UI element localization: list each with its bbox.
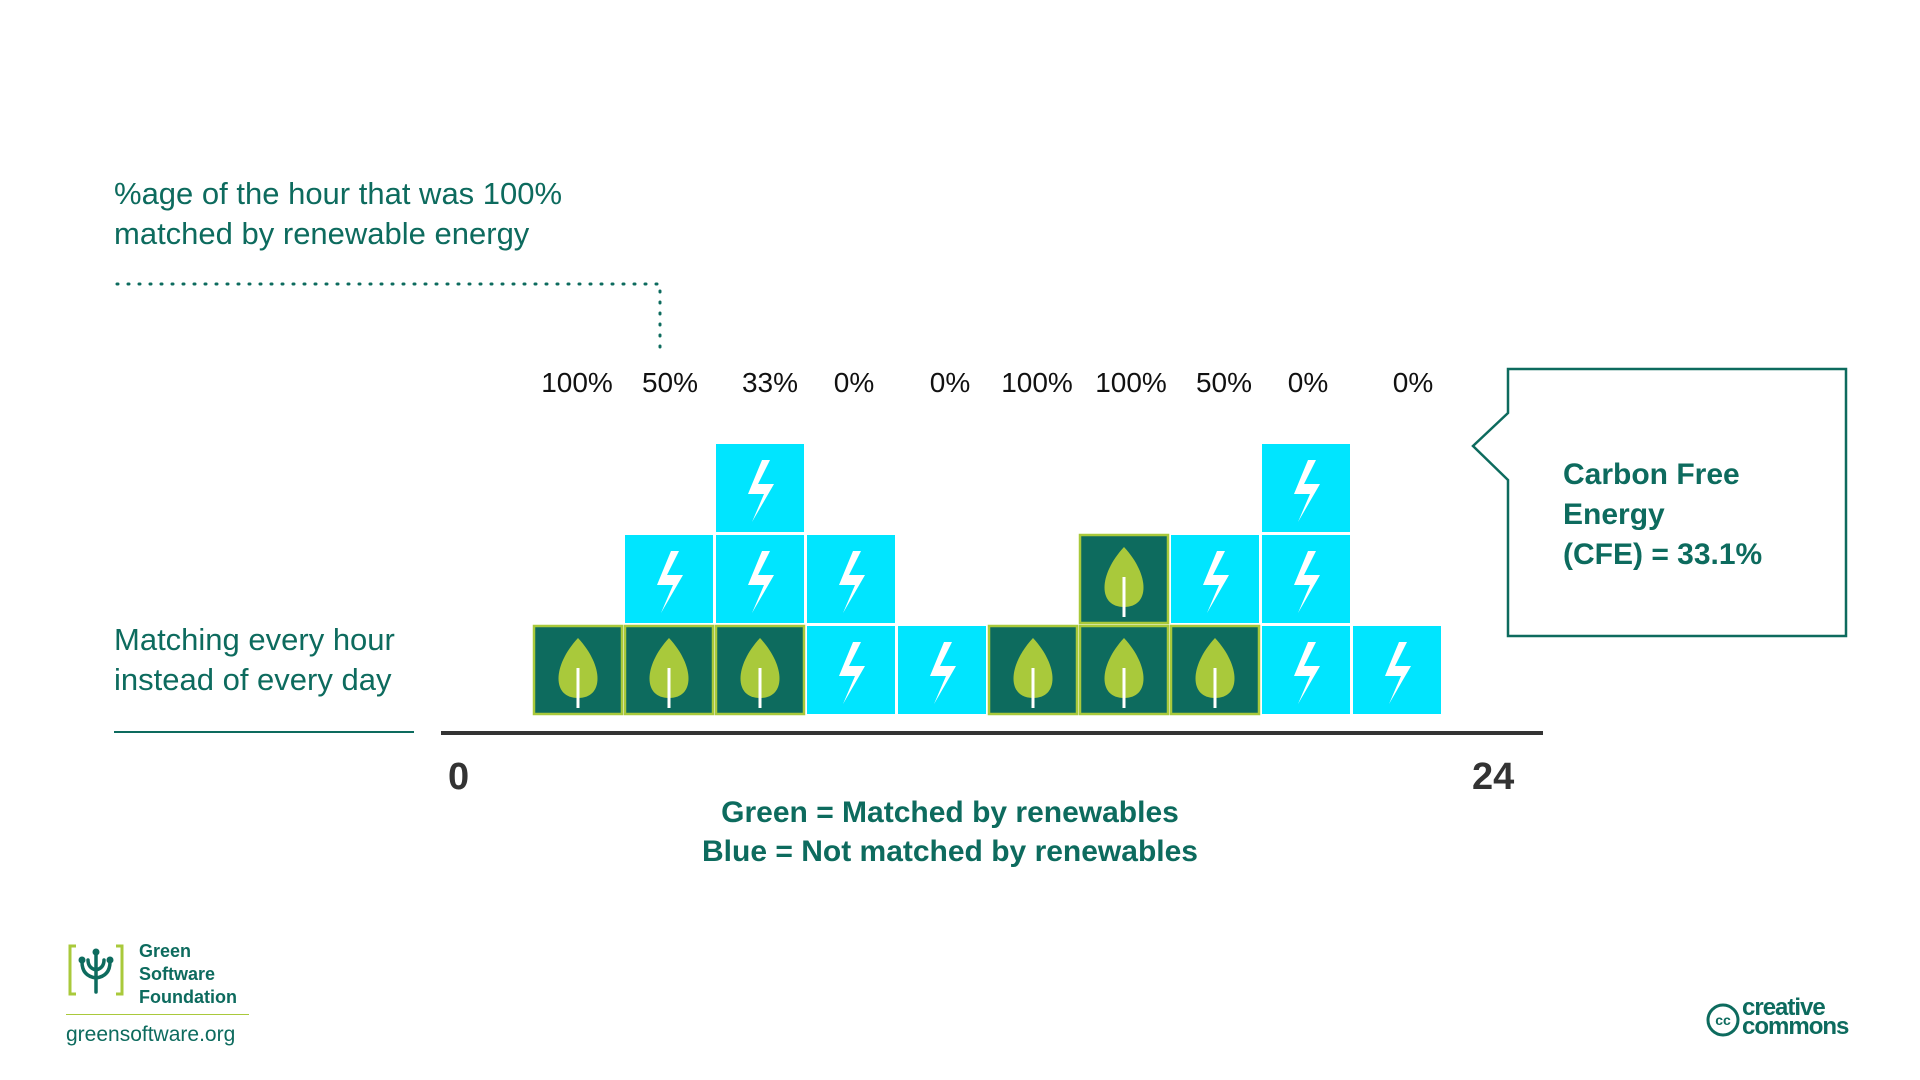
svg-text:cc: cc <box>1715 1012 1731 1028</box>
gsf-org-name: Green Software Foundation <box>139 940 237 1009</box>
matched-hour-block <box>1078 533 1170 625</box>
unmatched-hour-block <box>898 626 986 714</box>
creative-commons-icon: cc <box>1706 1003 1740 1037</box>
gsf-url: greensoftware.org <box>66 1023 236 1046</box>
matched-hour-block <box>987 624 1079 716</box>
leaf-icon <box>1104 638 1144 708</box>
legend-green: Green = Matched by renewables <box>721 796 1179 829</box>
leaf-icon <box>740 638 780 708</box>
lightning-bolt-icon <box>1294 551 1320 613</box>
lightning-bolt-icon <box>1385 642 1411 704</box>
hour-percentage-label: 50% <box>642 367 698 398</box>
callout-line-3: (CFE) = 33.1% <box>1563 538 1763 571</box>
matched-hour-block <box>623 624 715 716</box>
callout-line-2: Energy <box>1563 498 1665 531</box>
hour-percentage-label: 100% <box>1095 367 1167 398</box>
hour-percentage-label: 50% <box>1196 367 1252 398</box>
annotation-line-2: matched by renewable energy <box>114 216 530 251</box>
hour-percentage-label: 0% <box>1288 367 1328 398</box>
hour-percentage-label: 0% <box>930 367 970 398</box>
unmatched-hour-block <box>1262 535 1350 623</box>
hour-percentage-label: 0% <box>1393 367 1433 398</box>
lightning-bolt-icon <box>748 460 774 522</box>
leaf-icon <box>649 638 689 708</box>
hour-percentage-label: 33% <box>742 367 798 398</box>
matched-hour-block <box>1169 624 1261 716</box>
cc-line-1: creative <box>1742 994 1826 1021</box>
unmatched-hour-block <box>625 535 713 623</box>
side-label-line-2: instead of every day <box>114 662 392 697</box>
lightning-bolt-icon <box>1203 551 1229 613</box>
legend: Green = Matched by renewables Blue = Not… <box>540 793 1360 871</box>
cfe-callout-box <box>1471 367 1848 638</box>
leaf-icon <box>1195 638 1235 708</box>
lightning-bolt-icon <box>657 551 683 613</box>
side-label: Matching every hour instead of every day <box>114 620 434 700</box>
gsf-logo-icon <box>68 944 124 996</box>
hour-percentage-label: 100% <box>541 367 613 398</box>
cc-line-2: commons <box>1742 1013 1849 1040</box>
org-name-line-2: Software <box>139 964 216 984</box>
callout-line-1: Carbon Free <box>1563 458 1740 491</box>
org-name-line-1: Green <box>139 941 192 961</box>
lightning-bolt-icon <box>748 551 774 613</box>
leaf-icon <box>1104 547 1144 617</box>
unmatched-hour-block <box>807 626 895 714</box>
lightning-bolt-icon <box>839 551 865 613</box>
lightning-bolt-icon <box>839 642 865 704</box>
cfe-callout-text: Carbon Free Energy (CFE) = 33.1% <box>1563 455 1823 575</box>
lightning-bolt-icon <box>930 642 956 704</box>
axis-end-label: 24 <box>1472 756 1515 798</box>
unmatched-hour-block <box>716 535 804 623</box>
creative-commons-wordmark: creative commons <box>1742 994 1849 1040</box>
annotation-line-1: %age of the hour that was 100% <box>114 176 563 211</box>
unmatched-hour-block <box>1353 626 1441 714</box>
leaf-icon <box>558 638 598 708</box>
hour-percentage-label: 100% <box>1001 367 1073 398</box>
gsf-divider <box>66 1014 249 1015</box>
side-label-line-1: Matching every hour <box>114 622 395 657</box>
org-name-line-3: Foundation <box>139 987 237 1007</box>
leaf-icon <box>1013 638 1053 708</box>
percentage-annotation: %age of the hour that was 100% matched b… <box>114 174 674 254</box>
lightning-bolt-icon <box>1294 460 1320 522</box>
unmatched-hour-block <box>1262 444 1350 532</box>
unmatched-hour-block <box>716 444 804 532</box>
matched-hour-block <box>714 624 806 716</box>
unmatched-hour-block <box>1171 535 1259 623</box>
side-label-underline <box>114 731 414 733</box>
matched-hour-block <box>1078 624 1170 716</box>
hour-percentage-label: 0% <box>834 367 874 398</box>
unmatched-hour-block <box>1262 626 1350 714</box>
axis-start-label: 0 <box>448 756 470 798</box>
unmatched-hour-block <box>807 535 895 623</box>
matched-hour-block <box>532 624 624 716</box>
lightning-bolt-icon <box>1294 642 1320 704</box>
legend-blue: Blue = Not matched by renewables <box>702 835 1198 868</box>
